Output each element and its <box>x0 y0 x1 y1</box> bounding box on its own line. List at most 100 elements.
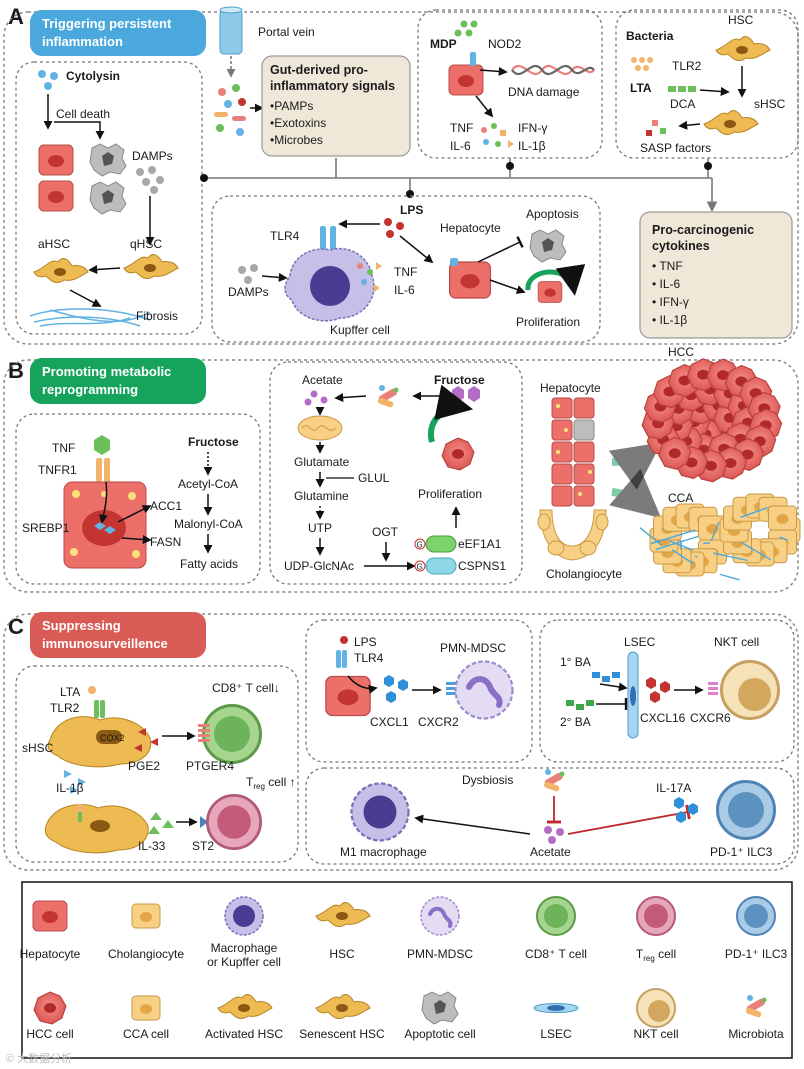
bacteria-label: Bacteria <box>626 29 674 43</box>
acetyl-coa-label: Acetyl-CoA <box>178 477 238 491</box>
gut-signals-item: •PAMPs <box>270 99 313 113</box>
fructose-label: Fructose <box>188 435 239 449</box>
fructose-hexagon-icon <box>468 386 480 402</box>
acetate-label: Acetate <box>302 373 343 387</box>
kupffer-tnf-label: TNF <box>394 265 417 279</box>
legend-label: Macrophage <box>211 941 278 955</box>
ptger4-label: PTGER4 <box>186 759 234 773</box>
damps-label: DAMPs <box>132 149 173 163</box>
lta-label: LTA <box>630 81 652 95</box>
legend-label: PD-1⁺ ILC3 <box>725 947 788 961</box>
hepatocyte-lipid-cell <box>64 482 146 568</box>
gut-signals-title-2: inflammatory signals <box>270 79 395 93</box>
legend-label: Senescent HSC <box>299 1027 385 1041</box>
kupffer-damps-label: DAMPs <box>228 285 269 299</box>
pro-carcinogenic-item: • TNF <box>652 259 683 273</box>
tlr2-label: TLR2 <box>672 59 702 73</box>
primary-ba-molecule <box>592 672 620 682</box>
hepatocyte-label: Hepatocyte <box>440 221 501 235</box>
cxcl16-particles <box>646 677 670 703</box>
o-glcnac-mark: G <box>417 563 423 572</box>
cxcr2-label: CXCR2 <box>418 715 459 729</box>
legend-label: NKT cell <box>633 1027 678 1041</box>
lsec-cell <box>628 652 638 738</box>
legend-icon-treg <box>637 897 675 935</box>
panel-c-banner-line1: Suppressing <box>42 618 121 633</box>
cspns1-protein <box>426 558 456 574</box>
shsc-label: sHSC <box>754 97 786 111</box>
fibrosis-fibers <box>30 309 150 326</box>
legend-icon-cholangiocyte <box>132 904 160 928</box>
tnf-label: TNF <box>52 441 75 455</box>
treg-label: Treg cell ↑ <box>246 775 296 791</box>
nkt-label: NKT cell <box>714 635 759 649</box>
legend-label: Apoptotic cell <box>404 1027 475 1041</box>
hcc-label: HCC <box>668 345 694 359</box>
legend-label: HCC cell <box>26 1027 73 1041</box>
legend-label-treg: Treg cell <box>636 947 676 963</box>
malonyl-coa-label: Malonyl-CoA <box>174 517 243 531</box>
activated-hsc <box>34 259 88 283</box>
mdp-molecules <box>455 21 478 37</box>
lta-particles <box>631 57 653 71</box>
ilc3-label: PD-1⁺ ILC3 <box>710 845 773 859</box>
legend-label: Activated HSC <box>205 1027 283 1041</box>
legend-label: CD8⁺ T cell <box>525 947 587 961</box>
apoptotic-cell <box>90 182 126 214</box>
dna-damage-label: DNA damage <box>508 85 580 99</box>
tnf-label: TNF <box>450 121 473 135</box>
proliferation-label: Proliferation <box>516 315 580 329</box>
legend-icon-cca-cell <box>132 996 160 1020</box>
o-glcnac-mark: G <box>417 541 423 550</box>
eef1a1-label: eEF1A1 <box>458 537 502 551</box>
hepatocyte-column-label: Hepatocyte <box>540 381 601 395</box>
legend-icon-ilc3 <box>737 897 775 935</box>
legend-label: or Kupffer cell <box>207 955 281 969</box>
kupffer-il6-label: IL-6 <box>394 283 415 297</box>
tlr4-label: TLR4 <box>270 229 300 243</box>
fructose-hexagon-icon <box>452 386 464 402</box>
legend-label: PMN-MDSC <box>407 947 473 961</box>
glul-label: GLUL <box>358 471 390 485</box>
primary-ba-label: 1° BA <box>560 655 591 669</box>
pro-carcinogenic-item: • IL-6 <box>652 277 681 291</box>
tlr4-label: TLR4 <box>354 651 384 665</box>
pro-carcinogenic-item: • IFN-γ <box>652 295 689 309</box>
eef1a1-protein <box>426 536 456 552</box>
watermark: © 大数据分析 <box>6 1051 72 1065</box>
st2-label: ST2 <box>192 839 214 853</box>
cell-death-label: Cell death <box>56 107 110 121</box>
cxcr6-label: CXCR6 <box>690 711 731 725</box>
panel-b-banner-line2: reprogramming <box>42 382 138 397</box>
m1-macrophage-label: M1 macrophage <box>340 845 427 859</box>
tlr2-receptor <box>94 700 105 718</box>
tlr4-receptor <box>320 226 336 250</box>
acetate-molecules <box>305 391 328 406</box>
fatty-acids-label: Fatty acids <box>180 557 238 571</box>
legend-label: Microbiota <box>728 1027 784 1041</box>
cytolysin-molecules <box>38 70 58 90</box>
legend-label: HSC <box>329 947 355 961</box>
lta-label: LTA <box>60 685 80 699</box>
legend-icon-activated-hsc <box>218 995 272 1019</box>
lps-label: LPS <box>400 203 423 217</box>
apoptotic-cell <box>90 144 126 176</box>
panel-c-banner-line2: immunosurveillence <box>42 636 168 651</box>
fructose-label-2: Fructose <box>434 373 485 387</box>
legend-icon-hcc-cell <box>34 992 66 1024</box>
legend-icon-hepatocyte <box>33 901 67 931</box>
legend-label: Cholangiocyte <box>108 947 184 961</box>
senescent-hsc <box>704 111 758 135</box>
hepatocyte-cell <box>450 262 491 298</box>
panel-letter-a: A <box>8 4 24 29</box>
microbiota-icon <box>377 385 398 408</box>
il1b-label: IL-1β <box>518 139 546 153</box>
gut-signals-title-1: Gut-derived pro- <box>270 63 368 77</box>
fibrosis-label: Fibrosis <box>136 309 178 323</box>
panel-a-banner-line1: Triggering persistent <box>42 16 172 31</box>
portal-vein-icon <box>220 7 242 54</box>
panel-letter-b: B <box>8 358 24 383</box>
pd1-ilc3-cell <box>718 782 775 839</box>
pmn-mdsc-cell <box>456 662 513 719</box>
treg-cell <box>207 795 260 848</box>
